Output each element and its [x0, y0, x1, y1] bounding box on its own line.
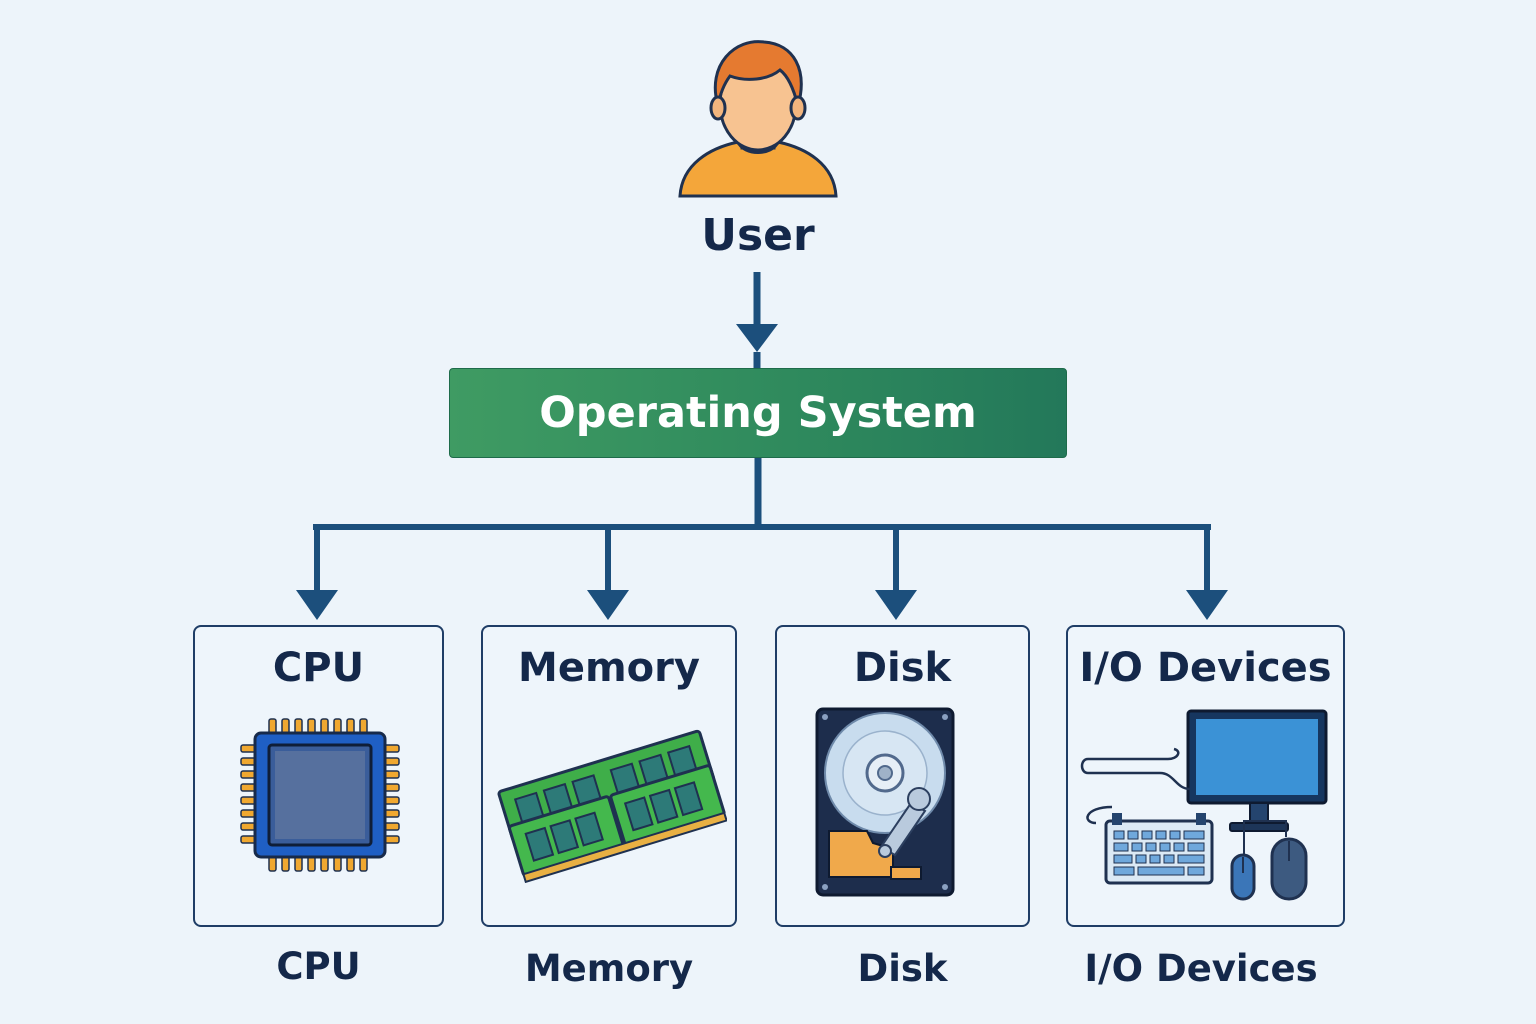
operating-system-box: Operating System — [449, 368, 1067, 458]
disk-caption: Disk — [857, 947, 948, 990]
hard-disk-icon — [815, 707, 955, 897]
computer-peripherals-icon — [1080, 709, 1328, 901]
io-devices-caption: I/O Devices — [1084, 947, 1318, 990]
io-devices-card-title: I/O Devices — [1079, 645, 1332, 691]
user-label: User — [701, 210, 815, 261]
disk-card-title: Disk — [853, 645, 952, 691]
cpu-caption: CPU — [276, 945, 361, 988]
user-icon — [678, 40, 838, 198]
memory-caption: Memory — [524, 947, 694, 990]
cpu-chip-icon — [240, 718, 400, 872]
memory-card: Memory — [481, 625, 737, 927]
io-devices-card: I/O Devices — [1066, 625, 1345, 927]
cpu-card-title: CPU — [272, 645, 365, 691]
disk-card: Disk — [775, 625, 1030, 927]
memory-card-title: Memory — [518, 645, 700, 691]
cpu-card: CPU — [193, 625, 444, 927]
ram-modules-icon — [497, 729, 727, 883]
operating-system-label: Operating System — [539, 388, 977, 438]
